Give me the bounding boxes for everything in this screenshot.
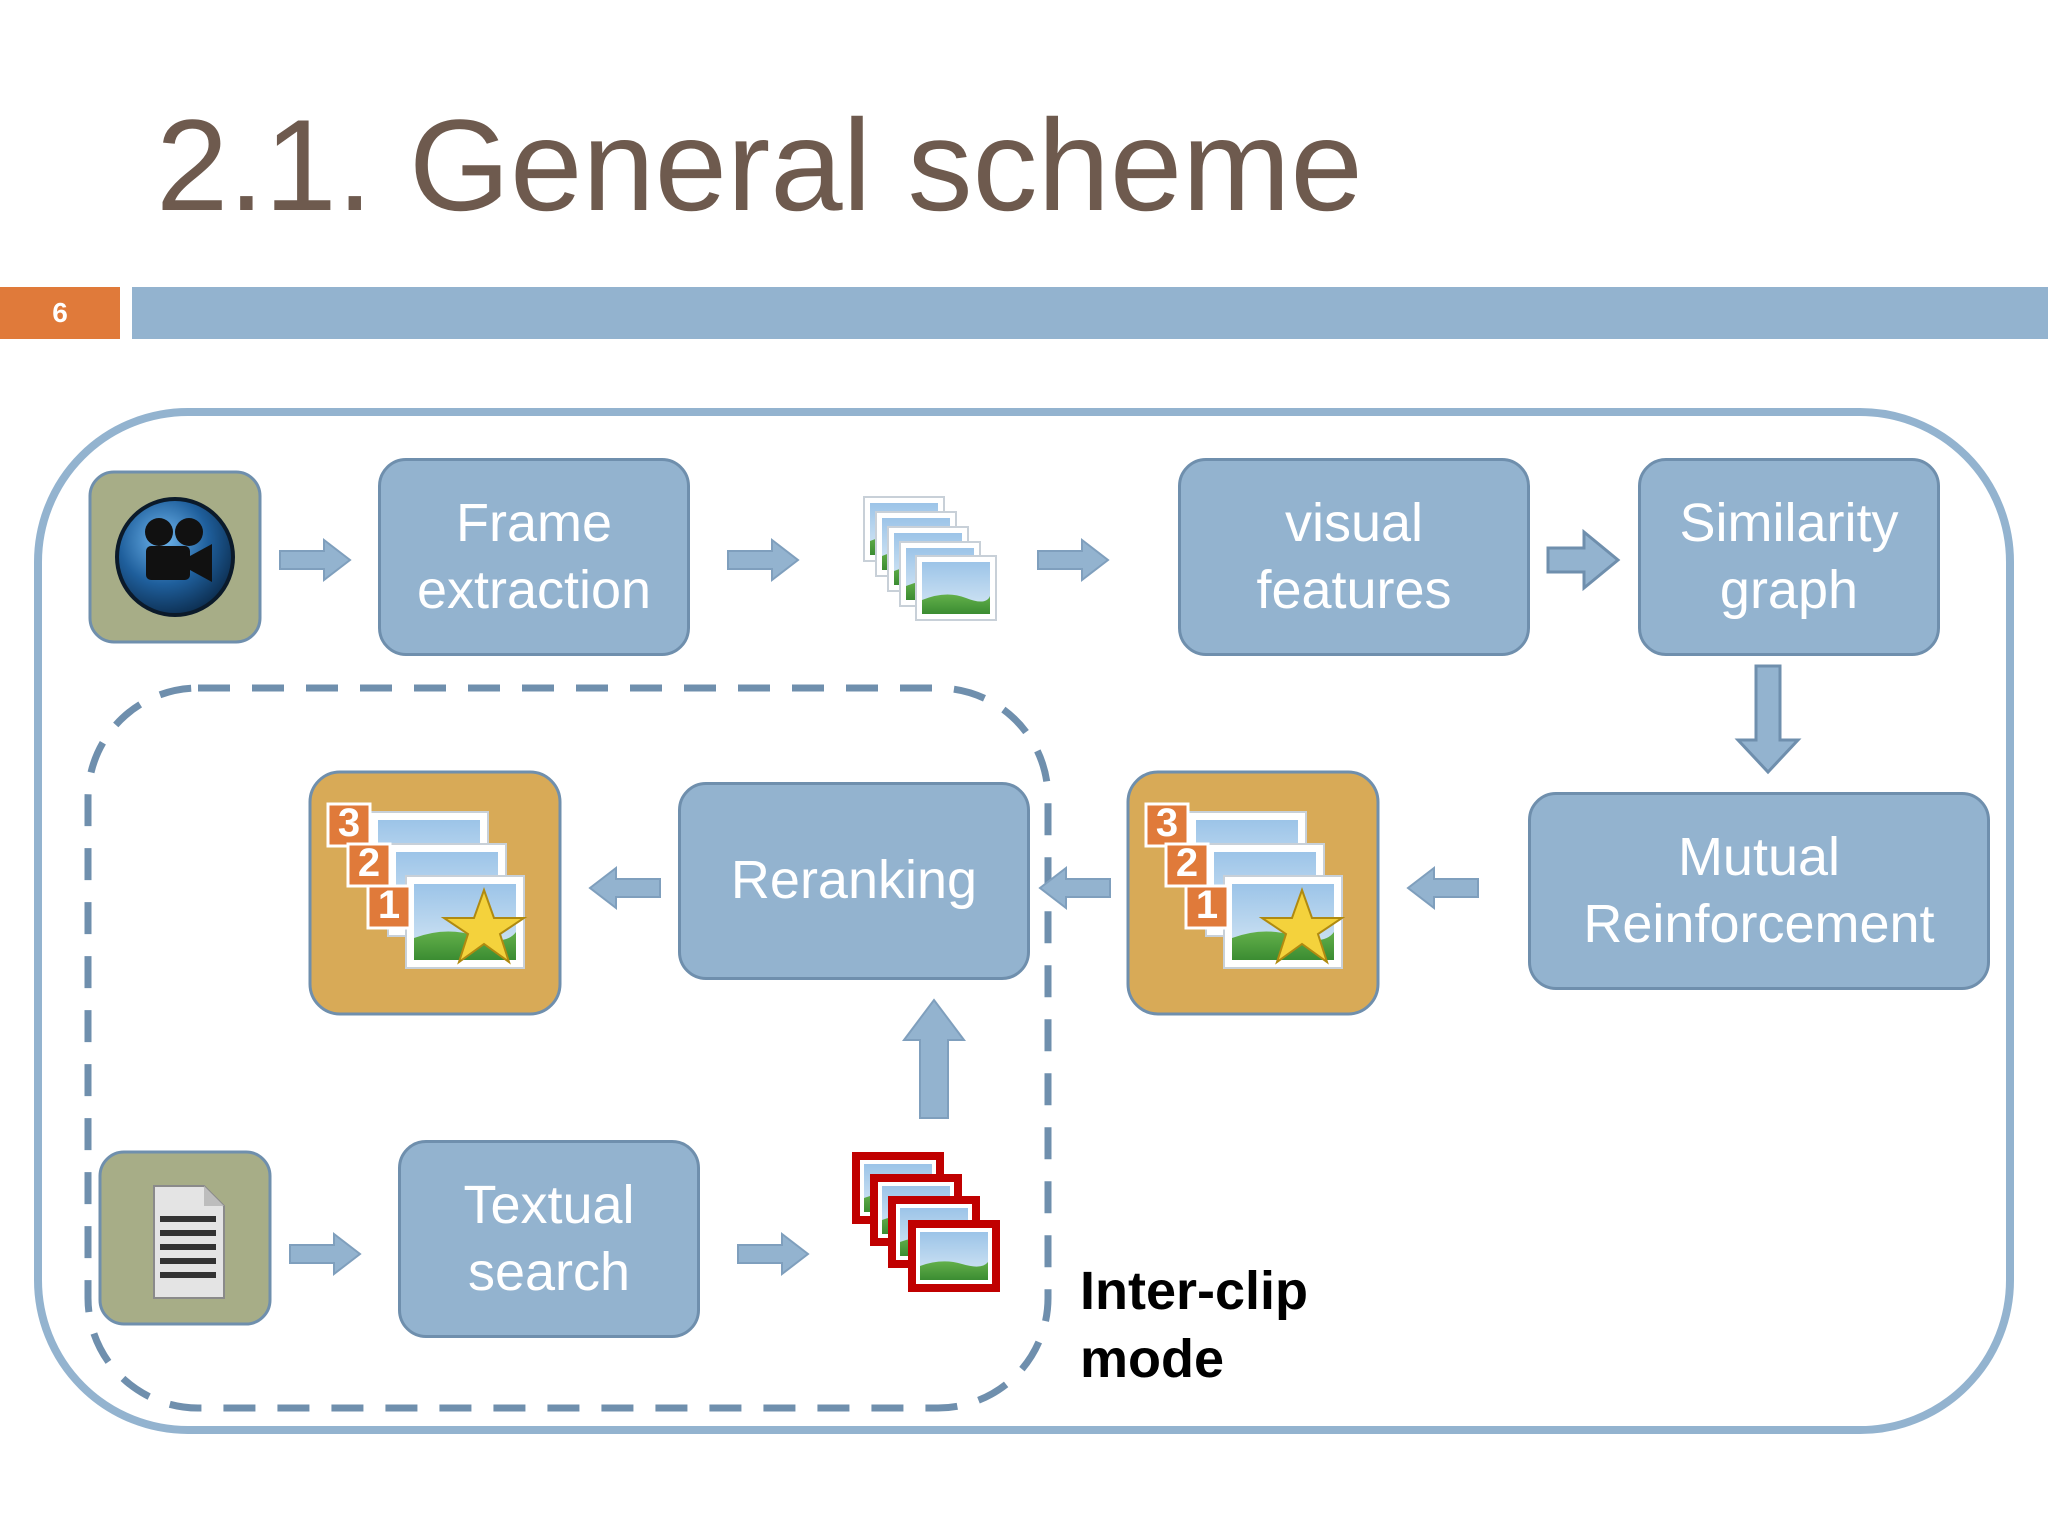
rank-badge: 1 xyxy=(378,883,400,927)
similarity-graph-label-2: graph xyxy=(1719,560,1859,620)
inter-clip-region xyxy=(84,684,1052,1412)
ranked-image-stack-icon: 3 2 1 xyxy=(310,772,560,1014)
similarity-graph-label-1: Similarity xyxy=(1679,492,1899,553)
frame-extraction-box: Frame extraction xyxy=(378,458,690,656)
arrow-right xyxy=(727,539,799,581)
arrow-right xyxy=(1037,539,1109,581)
ranked-image-stack-icon: 3 2 1 xyxy=(1128,772,1378,1014)
slide-number-badge xyxy=(0,287,120,339)
inter-clip-mode-line-1: Inter-clip xyxy=(1080,1261,1309,1321)
textual-search-label-2: search xyxy=(467,1242,631,1302)
frame-extraction-label-1: Frame xyxy=(455,492,612,553)
similarity-graph-box: Similarity graph xyxy=(1638,458,1940,656)
mutual-reinforcement-label-2: Reinforcement xyxy=(1583,894,1935,954)
video-camera-icon xyxy=(88,470,262,644)
rank-badge: 2 xyxy=(358,841,380,885)
arrow-right xyxy=(279,539,351,581)
page-title: 2.1. General scheme xyxy=(156,92,1363,238)
reranking-label: Reranking xyxy=(730,850,978,911)
arrow-left xyxy=(1407,867,1479,909)
visual-features-label-1: visual xyxy=(1284,492,1424,553)
mutual-reinforcement-label-1: Mutual xyxy=(1677,826,1841,887)
visual-features-label-2: features xyxy=(1256,560,1452,620)
header-bar xyxy=(132,287,2048,339)
arrow-up xyxy=(902,998,966,1119)
arrow-right xyxy=(289,1233,361,1275)
rank-badge: 3 xyxy=(338,801,360,845)
arrow-left xyxy=(589,867,661,909)
reranking-box: Reranking xyxy=(678,782,1030,980)
red-image-stack-icon xyxy=(852,1152,1000,1292)
outer-frame xyxy=(34,408,2014,1434)
arrow-down xyxy=(1734,664,1802,775)
image-stack-icon xyxy=(863,496,997,621)
textual-search-box: Textual search xyxy=(398,1140,700,1338)
rank-badge: 2 xyxy=(1176,841,1198,885)
rank-badge: 1 xyxy=(1196,883,1218,927)
document-icon xyxy=(98,1150,272,1326)
rank-badge: 3 xyxy=(1156,801,1178,845)
slide-number: 6 xyxy=(52,297,68,328)
arrow-right xyxy=(1546,528,1621,592)
visual-features-box: visual features xyxy=(1178,458,1530,656)
arrow-right xyxy=(737,1233,809,1275)
inter-clip-mode-caption: Inter-clip mode xyxy=(1080,1258,1308,1393)
textual-search-label-1: Textual xyxy=(463,1174,635,1235)
frame-extraction-label-2: extraction xyxy=(416,560,652,620)
inter-clip-mode-line-2: mode xyxy=(1080,1328,1225,1389)
